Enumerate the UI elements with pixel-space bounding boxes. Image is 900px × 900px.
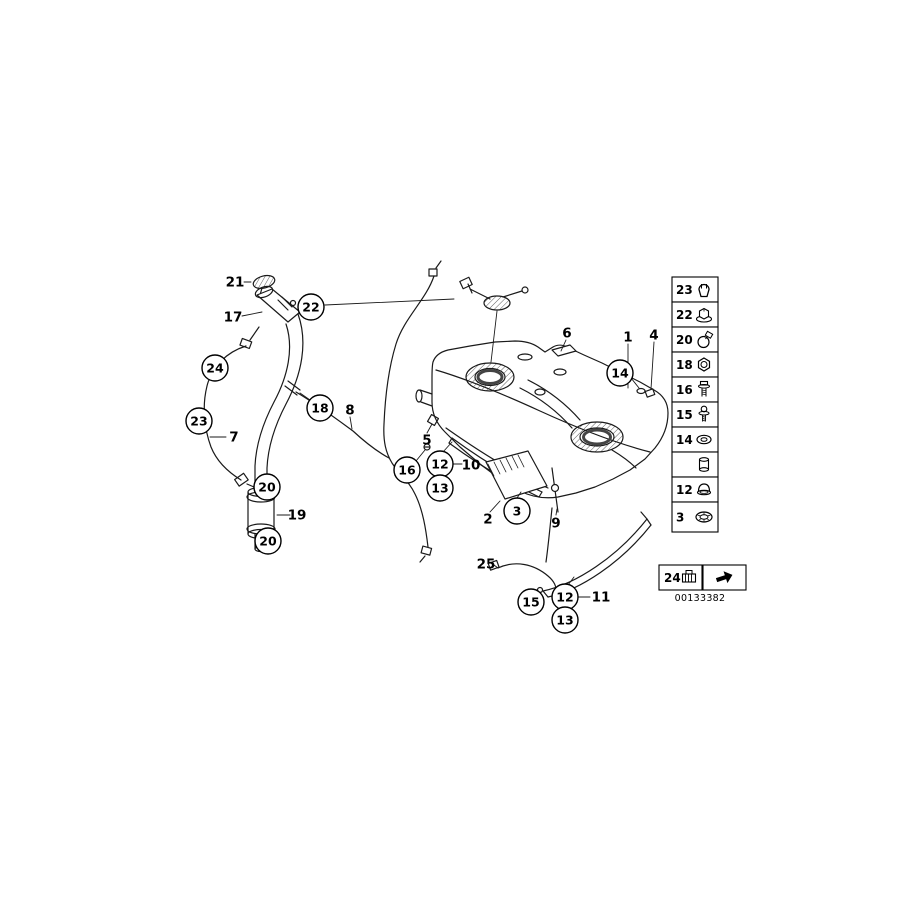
callout-24[interactable]: 24 — [201, 354, 229, 382]
part-label-10[interactable]: 10 — [462, 458, 481, 474]
svg-text:13: 13 — [431, 481, 448, 496]
part-label-8[interactable]: 8 — [345, 403, 354, 419]
fuel-pump-assembly — [459, 276, 529, 311]
part-label-4[interactable]: 4 — [649, 328, 658, 344]
legend-row-16[interactable]: 16 — [671, 376, 719, 403]
shield-2 — [485, 450, 548, 500]
small-parts — [423, 344, 656, 451]
svg-text:12: 12 — [556, 590, 573, 605]
part-9 — [550, 467, 560, 513]
callout-18[interactable]: 18 — [306, 394, 334, 422]
callout-23[interactable]: 23 — [185, 407, 213, 435]
svg-text:13: 13 — [556, 613, 573, 628]
callout-20[interactable]: 20 — [254, 527, 282, 555]
part-label-7[interactable]: 7 — [229, 430, 238, 446]
svg-text:14: 14 — [676, 433, 693, 447]
svg-text:3: 3 — [676, 511, 684, 525]
legend-row-14[interactable]: 14 — [671, 426, 719, 453]
part-label-2[interactable]: 2 — [483, 512, 492, 528]
callout-14[interactable]: 14 — [606, 359, 634, 387]
legend-row-12[interactable]: 12 — [671, 476, 719, 503]
svg-text:18: 18 — [311, 401, 328, 416]
part-label-6[interactable]: 6 — [562, 326, 571, 342]
filler-neck — [254, 285, 301, 323]
svg-text:20: 20 — [676, 333, 693, 347]
svg-text:12: 12 — [676, 483, 693, 497]
part-label-11[interactable]: 11 — [592, 590, 611, 606]
drawing-part-number: 00133382 — [675, 593, 726, 604]
part-label-9[interactable]: 9 — [551, 516, 560, 532]
part-label-1[interactable]: 1 — [623, 330, 632, 346]
part-label-17[interactable]: 17 — [224, 310, 243, 326]
part-label-19[interactable]: 19 — [288, 508, 307, 524]
svg-text:22: 22 — [302, 300, 319, 315]
svg-text:24: 24 — [206, 361, 224, 376]
svg-text:15: 15 — [676, 408, 693, 422]
part-label-5[interactable]: 5 — [422, 433, 431, 449]
left-flange — [465, 362, 515, 392]
legend-row-18[interactable]: 18 — [671, 351, 719, 378]
part-label-21[interactable]: 21 — [226, 275, 245, 291]
svg-text:20: 20 — [259, 534, 277, 549]
washer-14 — [636, 387, 646, 395]
callout-13[interactable]: 13 — [551, 606, 579, 634]
legend-row-22[interactable]: 22 — [671, 301, 719, 328]
legend-row-15[interactable]: 15 — [671, 401, 719, 428]
svg-text:3: 3 — [513, 504, 522, 519]
callout-3[interactable]: 3 — [503, 497, 531, 525]
legend-footer-connector-box[interactable]: 24 — [658, 564, 703, 591]
callout-12[interactable]: 12 — [551, 583, 579, 611]
legend-column: 23 22 20 18 16 15 14 12 3 — [671, 276, 719, 533]
callout-22[interactable]: 22 — [297, 293, 325, 321]
callout-16[interactable]: 16 — [393, 456, 421, 484]
legend-row-23[interactable]: 23 — [671, 276, 719, 303]
callout-13[interactable]: 13 — [426, 474, 454, 502]
hose-7 — [203, 326, 260, 488]
legend-row-20[interactable]: 20 — [671, 326, 719, 353]
legend-row-blank[interactable] — [671, 451, 719, 478]
legend-row-3[interactable]: 3 — [671, 501, 719, 533]
callout-15[interactable]: 15 — [517, 588, 545, 616]
callout-20[interactable]: 20 — [253, 473, 281, 501]
filler-cap — [252, 274, 276, 296]
right-flange — [570, 421, 624, 453]
filler-pipe — [254, 313, 304, 493]
svg-text:23: 23 — [676, 283, 693, 297]
svg-text:23: 23 — [190, 414, 207, 429]
svg-text:14: 14 — [611, 366, 629, 381]
svg-text:18: 18 — [676, 358, 693, 372]
svg-text:15: 15 — [522, 595, 539, 610]
legend-footer-arrow-box[interactable] — [702, 564, 747, 591]
clip-5 — [426, 413, 440, 427]
hex-nut-icon — [697, 357, 711, 372]
legend-footer: 24 00133382 — [658, 564, 747, 604]
svg-text:16: 16 — [676, 383, 693, 397]
legend-footer-number: 24 — [664, 571, 681, 585]
clip-4 — [644, 388, 656, 398]
svg-text:20: 20 — [258, 480, 276, 495]
svg-text:16: 16 — [398, 463, 416, 478]
svg-text:12: 12 — [431, 457, 448, 472]
pad-6 — [551, 344, 577, 357]
part-label-25[interactable]: 25 — [477, 557, 496, 573]
svg-text:22: 22 — [676, 308, 693, 322]
callout-12[interactable]: 12 — [426, 450, 454, 478]
